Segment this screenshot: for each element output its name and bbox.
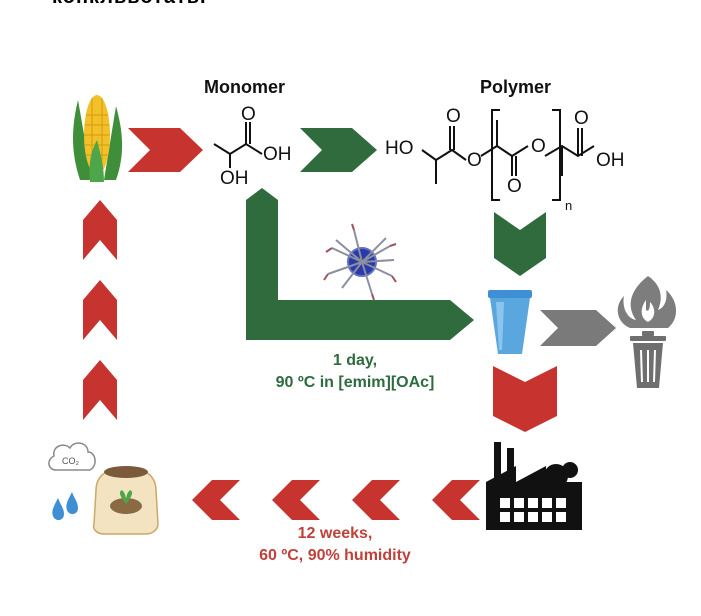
monomer-label: Monomer xyxy=(204,77,285,97)
corn-icon xyxy=(73,95,123,182)
monomer-hydroxyl-oh: OH xyxy=(220,168,249,189)
trash-can-icon xyxy=(630,331,666,388)
fire-icon xyxy=(617,276,677,328)
polymer-carbonyl-o-3: O xyxy=(574,108,589,129)
compost-bag-icon xyxy=(92,466,159,535)
polymer-structure xyxy=(421,109,595,201)
polymer-carbonyl-o-2: O xyxy=(507,176,522,197)
compost-conditions: 12 weeks, 60 ºC, 90% humidity xyxy=(215,523,455,567)
arrow-compost-2 xyxy=(352,480,400,520)
arrow-compost-3 xyxy=(272,480,320,520)
header-fragment: конкльвотать. xyxy=(52,0,207,9)
polymer-label: Polymer xyxy=(480,77,552,97)
polymer-ester-o-1: O xyxy=(467,150,482,171)
monomer-acid-oh: OH xyxy=(263,144,292,165)
enzyme-icon xyxy=(323,223,397,301)
arrow-polymer-to-cup xyxy=(494,212,546,276)
hydrolysis-time: 1 day, xyxy=(332,352,378,369)
factory-icon xyxy=(486,442,582,530)
water-drops-icon xyxy=(52,492,78,521)
arrow-corn-to-monomer xyxy=(128,128,203,172)
plastic-cup-icon xyxy=(488,290,532,354)
arrow-cup-to-factory xyxy=(493,366,557,432)
compost-temperature-humidity: 60 ºC, 90% humidity xyxy=(259,547,411,564)
monomer-structure xyxy=(213,122,263,168)
compost-time: 12 weeks, xyxy=(297,525,373,542)
arrow-cup-to-monomer xyxy=(246,188,474,340)
hydrolysis-temperature-solvent: 90 ºC in [emim][OAc] xyxy=(275,374,435,391)
co2-label: CO₂ xyxy=(62,456,80,466)
arrow-monomer-to-polymer xyxy=(300,128,377,172)
polymer-ester-o-2: O xyxy=(531,136,546,157)
polymer-end-ho: HO xyxy=(385,138,414,159)
hydrolysis-conditions: 1 day, 90 ºC in [emim][OAc] xyxy=(235,350,475,394)
polymer-carbonyl-o-1: O xyxy=(446,106,461,127)
co2-cloud-icon: CO₂ xyxy=(48,442,96,471)
polymer-end-oh: OH xyxy=(596,150,625,171)
polymer-subscript-n: n xyxy=(565,198,572,213)
arrow-up-2 xyxy=(83,280,117,340)
arrow-compost-4 xyxy=(192,480,240,520)
arrow-up-3 xyxy=(83,200,117,260)
monomer-carbonyl-o: O xyxy=(241,104,256,125)
arrow-compost-1 xyxy=(432,480,480,520)
arrow-cup-to-waste xyxy=(540,310,616,346)
arrow-up-1 xyxy=(83,360,117,420)
